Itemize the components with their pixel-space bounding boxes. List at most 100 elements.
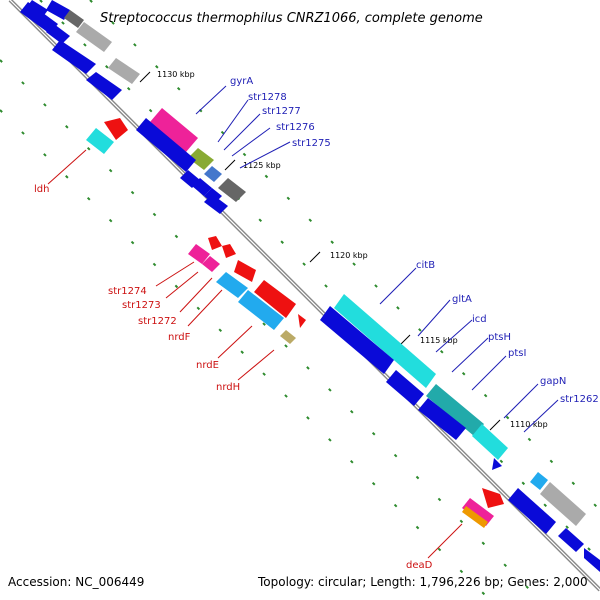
gene-nrdE-red: [254, 280, 296, 318]
gene-nrdE: [238, 290, 284, 330]
gene-deaD-stripe: [462, 506, 488, 528]
gene-ptsH: [472, 424, 508, 460]
labels-blue: gyrA str1278 str1277 str1276 str1275 cit…: [230, 76, 599, 405]
label-str1262[interactable]: str1262: [560, 394, 599, 405]
labels-red: ldh str1274 str1273 str1272 nrdF nrdE nr…: [34, 184, 433, 571]
leader-str1274: [155, 261, 195, 287]
gene-rev-low-3: [418, 398, 466, 440]
tick-row-outer-1: [39, 0, 600, 561]
label-nrdH[interactable]: nrdH: [216, 382, 240, 393]
label-citB[interactable]: citB: [416, 260, 435, 271]
leader-icd: [435, 319, 473, 353]
leader-ldh: [47, 149, 87, 185]
leader-str1278: [217, 99, 249, 143]
label-gapN[interactable]: gapN: [540, 376, 566, 387]
label-nrdE[interactable]: nrdE: [196, 360, 219, 371]
leader-nrdF: [187, 289, 223, 327]
leader-gapN: [503, 383, 539, 419]
label-str1275[interactable]: str1275: [292, 138, 331, 149]
gene-rev-top-1: [20, 2, 58, 34]
leader-lines-red: [47, 149, 463, 559]
leader-nrdH: [237, 349, 275, 381]
genome-backbone: [8, 0, 600, 592]
gene-str1273: [222, 244, 236, 258]
label-ptsI[interactable]: ptsI: [508, 348, 526, 359]
label-gyrA[interactable]: gyrA: [230, 76, 253, 87]
gene-top-3: [64, 10, 84, 28]
leader-str1277: [223, 113, 261, 151]
gene-top-2: [46, 0, 70, 20]
gene-rev-top-4: [86, 72, 122, 100]
label-str1277[interactable]: str1277: [262, 106, 301, 117]
label-nrdF[interactable]: nrdF: [168, 332, 191, 343]
tick-row-inner-2: [0, 109, 491, 600]
gene-deaD-red: [482, 488, 504, 508]
gene-deaD: [462, 498, 494, 526]
gene-citB: [334, 294, 436, 388]
ruler-1130: 1130 kbp: [157, 70, 195, 79]
gene-top-gray-1: [76, 22, 112, 52]
leader-nrdE: [217, 325, 253, 359]
gene-str1276: [218, 178, 246, 202]
leader-str1262: [523, 399, 559, 433]
ruler-1110: 1110 kbp: [510, 420, 548, 429]
label-str1272[interactable]: str1272: [138, 316, 177, 327]
leader-ptsI: [471, 355, 507, 391]
genome-summary-text: Topology: circular; Length: 1,796,226 bp…: [257, 575, 588, 589]
gene-nrdF: [216, 272, 248, 298]
gene-rev-right-2: [558, 528, 584, 552]
gene-str1274: [188, 244, 210, 264]
gene-ldh: [86, 128, 114, 154]
gene-rev-top-2: [46, 24, 70, 44]
leader-deaD: [427, 523, 463, 559]
label-str1274[interactable]: str1274: [108, 286, 147, 297]
label-icd[interactable]: icd: [472, 314, 487, 325]
leader-str1276: [231, 127, 271, 157]
gene-nrdE-tip: [298, 314, 306, 328]
gene-str1262: [540, 482, 586, 526]
leader-str1273: [165, 271, 199, 299]
label-deaD[interactable]: deaD: [406, 560, 433, 571]
gene-nrdH: [280, 330, 296, 344]
gene-str1278: [188, 148, 214, 170]
ruler: 1130 kbp 1125 kbp 1120 kbp 1115 kbp 1110…: [139, 70, 548, 431]
label-ldh[interactable]: ldh: [34, 184, 49, 195]
leader-gyrA: [195, 85, 227, 115]
gene-rev-mid-1: [136, 118, 196, 172]
gene-rev-right-3: [584, 548, 600, 572]
forward-strand-genes: [26, 0, 586, 526]
gene-rev-low-2: [386, 370, 424, 406]
label-str1278[interactable]: str1278: [248, 92, 287, 103]
label-gltA[interactable]: gltA: [452, 294, 472, 305]
ruler-1120: 1120 kbp: [330, 251, 368, 260]
leader-str1272: [179, 277, 213, 313]
label-str1273[interactable]: str1273: [122, 300, 161, 311]
label-ptsH[interactable]: ptsH: [488, 332, 511, 343]
leader-citB: [379, 267, 417, 305]
label-str1276[interactable]: str1276: [276, 122, 315, 133]
gene-str1274-red: [208, 236, 222, 250]
reverse-strand-genes: [20, 2, 600, 572]
gene-gltA: [426, 384, 484, 436]
gene-gapN: [530, 472, 548, 490]
gene-ldh-red: [104, 118, 128, 140]
leader-lines-blue: [195, 85, 559, 433]
gene-rev-right-1: [508, 488, 556, 534]
isolated-genes: [86, 118, 504, 528]
gene-str1277: [204, 166, 222, 182]
gene-str1272: [202, 256, 220, 272]
accession-text: Accession: NC_006449: [8, 575, 144, 589]
ruler-1125: 1125 kbp: [243, 161, 281, 170]
map-title: Streptococcus thermophilus CNRZ1066, com…: [100, 11, 483, 26]
gene-rev-low-1: [320, 306, 394, 374]
leader-ptsH: [451, 337, 489, 373]
leader-gltA: [417, 299, 451, 337]
gene-gyrA: [150, 108, 198, 152]
gene-small-fwd: [492, 458, 502, 470]
gene-top-gray-2: [108, 58, 140, 84]
gene-rev-mid-3: [192, 178, 212, 196]
gene-rev-mid-5: [204, 194, 228, 214]
gene-nrdF-red: [234, 260, 256, 282]
